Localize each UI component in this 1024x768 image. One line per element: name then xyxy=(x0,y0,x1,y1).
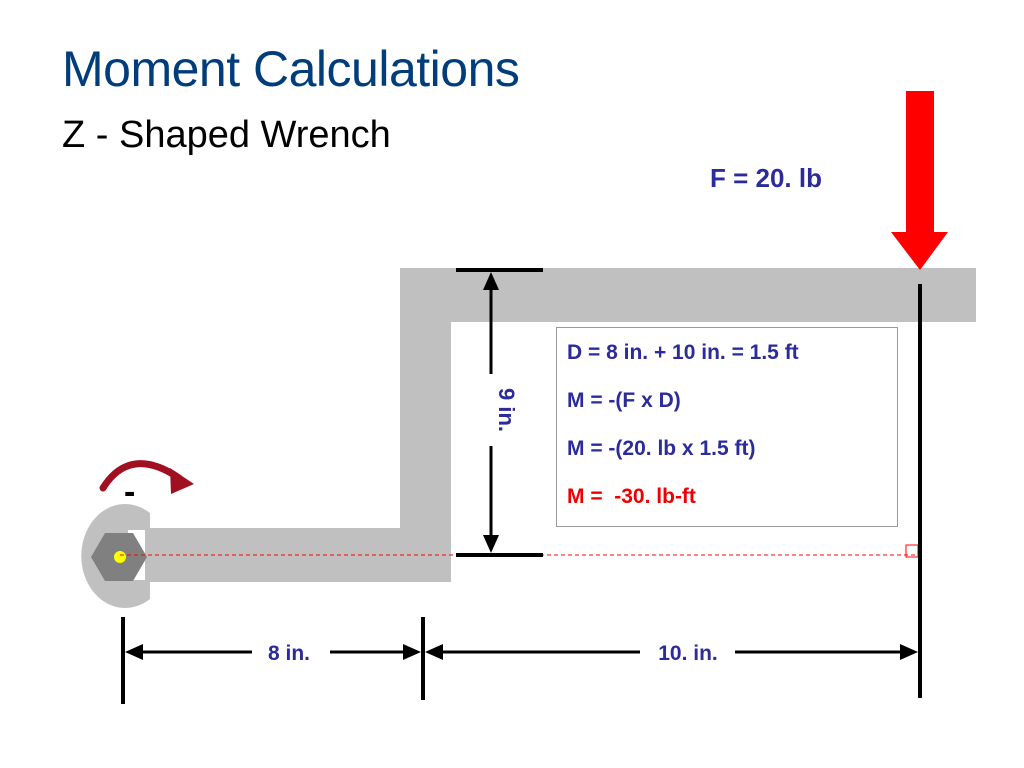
moment-result: M = -30. lb-ft xyxy=(567,485,696,508)
right-span-arrow-left xyxy=(425,644,443,660)
slide-title: Moment Calculations xyxy=(62,41,520,97)
right-span-label: 10. in. xyxy=(658,642,718,665)
right-span-arrow-right xyxy=(900,644,918,660)
force-arrow-icon xyxy=(891,91,948,270)
left-span-arrow-right xyxy=(403,644,421,660)
height-arrow-top xyxy=(483,272,499,290)
force-label: F = 20. lb xyxy=(710,163,822,193)
height-dimension xyxy=(456,268,543,557)
rotation-arrow-icon xyxy=(99,460,194,494)
left-span-arrow-left xyxy=(125,644,143,660)
slide-subtitle: Z - Shaped Wrench xyxy=(62,114,391,156)
rotation-sign: - xyxy=(124,473,135,511)
span-dimensions xyxy=(121,617,906,704)
height-label: 9 in. xyxy=(494,388,519,432)
left-span-label: 8 in. xyxy=(268,642,310,665)
height-arrow-bottom xyxy=(483,535,499,553)
moment-substitution: M = -(20. lb x 1.5 ft) xyxy=(567,437,756,460)
calculation-box: D = 8 in. + 10 in. = 1.5 ft M = -(F x D)… xyxy=(556,327,898,527)
moment-formula: M = -(F x D) xyxy=(567,389,681,412)
pivot-point xyxy=(114,551,126,563)
distance-equation: D = 8 in. + 10 in. = 1.5 ft xyxy=(567,341,799,364)
